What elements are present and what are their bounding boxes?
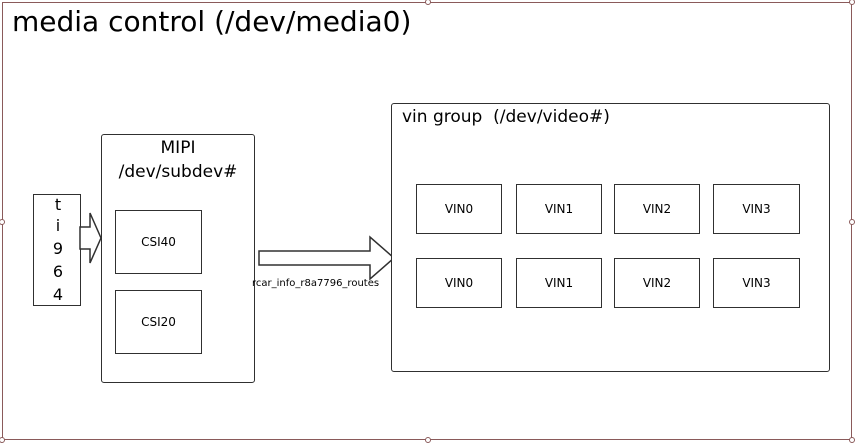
vin3-box-row2[interactable]: VIN3: [713, 258, 800, 308]
chip-letter: 9: [52, 239, 64, 258]
vin0-box-row2[interactable]: VIN0: [416, 258, 502, 308]
vin0-box[interactable]: VIN0: [416, 184, 502, 234]
diagram-title: media control (/dev/media0): [12, 5, 412, 38]
chip-to-mipi-arrow: [79, 212, 102, 264]
chip-ti964-box[interactable]: t i 9 6 4: [33, 194, 81, 306]
routes-label: rcar_info_r8a7796_routes: [252, 278, 380, 289]
chip-letter: 6: [52, 262, 64, 281]
resize-handle-top-right[interactable]: [849, 0, 855, 5]
vin1-box-row2[interactable]: VIN1: [516, 258, 602, 308]
vin-group-box[interactable]: vin group (/dev/video#) VIN0 VIN1 VIN2 V…: [391, 103, 830, 372]
vin2-box[interactable]: VIN2: [614, 184, 700, 234]
mipi-title: MIPI: [160, 138, 196, 158]
vin2-box-row2[interactable]: VIN2: [614, 258, 700, 308]
vin1-box[interactable]: VIN1: [516, 184, 602, 234]
routes-arrow: [258, 235, 396, 281]
resize-handle-bottom[interactable]: [425, 437, 431, 443]
resize-handle-bottom-right[interactable]: [849, 437, 855, 443]
chip-letter: 4: [52, 285, 64, 304]
csi20-box[interactable]: CSI20: [115, 290, 202, 354]
resize-handle-top[interactable]: [425, 0, 431, 5]
resize-handle-right[interactable]: [849, 219, 855, 225]
vin3-box[interactable]: VIN3: [713, 184, 800, 234]
mipi-subdev-label: /dev/subdev#: [118, 162, 238, 182]
vin-group-title: vin group (/dev/video#): [402, 107, 610, 127]
resize-handle-left[interactable]: [0, 219, 5, 225]
chip-letter: t: [54, 195, 62, 214]
csi40-box[interactable]: CSI40: [115, 210, 202, 274]
chip-letter: i: [55, 216, 61, 235]
mipi-box[interactable]: MIPI /dev/subdev# CSI40 CSI20: [101, 134, 255, 383]
resize-handle-bottom-left[interactable]: [0, 437, 5, 443]
